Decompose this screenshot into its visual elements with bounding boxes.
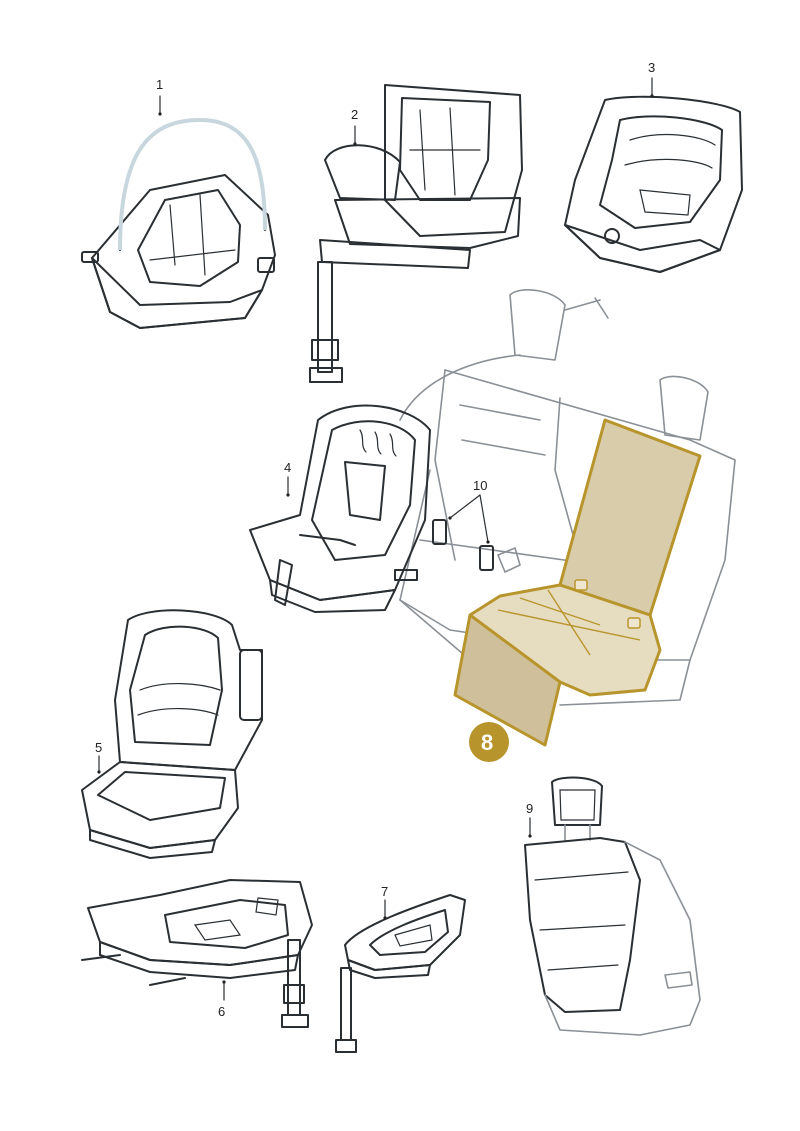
callout-10: 10 — [448, 476, 498, 544]
part-3-child-seat[interactable] — [564, 95, 743, 273]
part-6-isofix-base[interactable] — [81, 879, 313, 1028]
part-7-rotating-base[interactable] — [335, 894, 466, 1053]
part-2-rotating-seat[interactable] — [309, 84, 523, 383]
callout-5: 5 — [95, 740, 102, 774]
callout-label-9: 9 — [526, 801, 533, 816]
callout-6: 6 — [218, 980, 226, 1019]
callout-label-8: 8 — [481, 730, 493, 755]
callout-9: 9 — [526, 801, 533, 838]
callout-1: 1 — [156, 77, 163, 116]
callout-label-1: 1 — [156, 77, 163, 92]
part-1-infant-carrier[interactable] — [81, 117, 276, 329]
callout-label-10: 10 — [473, 478, 487, 493]
callout-3: 3 — [648, 60, 655, 98]
callout-label-2: 2 — [351, 107, 358, 122]
callout-7: 7 — [381, 884, 388, 920]
callout-label-5: 5 — [95, 740, 102, 755]
part-9-seat-back-protector[interactable] — [524, 776, 701, 1036]
callout-label-6: 6 — [218, 1004, 225, 1019]
part-5-booster-seat[interactable] — [81, 609, 263, 859]
part-8-seat-protector[interactable] — [453, 418, 702, 747]
callout-4: 4 — [284, 460, 291, 497]
part-10-anchors[interactable] — [432, 519, 521, 573]
callout-label-3: 3 — [648, 60, 655, 75]
rear-bench-seat-context — [399, 289, 736, 706]
callout-label-7: 7 — [381, 884, 388, 899]
callout-8-badge: 8 — [469, 722, 509, 762]
callout-label-4: 4 — [284, 460, 291, 475]
part-4-child-seat-harness[interactable] — [249, 404, 431, 613]
callout-2: 2 — [351, 107, 358, 146]
